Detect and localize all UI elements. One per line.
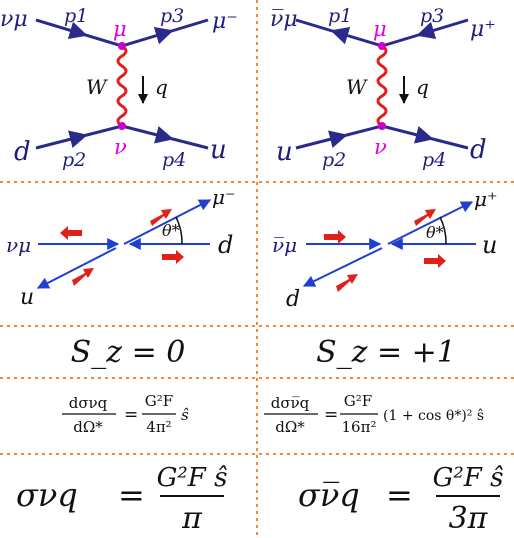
label-p1: p1 — [64, 5, 88, 27]
label-vertex-top: μ — [373, 17, 387, 41]
label-p4: p4 — [422, 149, 446, 171]
label-out-bottom: d — [470, 135, 487, 165]
label-in-bottom: u — [276, 137, 293, 167]
spin-left: S_z = 0 — [71, 335, 186, 370]
total-xsec-right: σν̅q = G²F ŝ 3π — [298, 463, 503, 536]
svg-text:dΩ*: dΩ* — [275, 418, 305, 436]
svg-text:ŝ: ŝ — [181, 406, 189, 424]
label-quark: u — [20, 285, 34, 310]
label-transfer: q — [155, 75, 168, 99]
spin-right: S_z = +1 — [316, 335, 456, 370]
label-in-top: ν̅μ — [270, 7, 298, 32]
label-boson: W — [346, 75, 368, 99]
svg-text:=: = — [324, 405, 338, 425]
label-in-bottom: d — [14, 137, 31, 167]
label-vertex-bottom: ν — [374, 135, 387, 159]
label-out-top: μ⁻ — [212, 9, 238, 34]
svg-text:dσν̅q: dσν̅q — [271, 394, 310, 412]
label-p1: p1 — [328, 5, 352, 27]
svg-text:dσνq: dσνq — [69, 394, 108, 412]
vertex-bottom — [118, 122, 126, 130]
svg-text:dΩ*: dΩ* — [73, 418, 103, 436]
diff-xsec-left: dσνq dΩ* = G²F 4π² ŝ — [62, 392, 189, 436]
label-target: u — [482, 231, 497, 259]
svg-text:π: π — [181, 501, 203, 536]
label-p4: p4 — [162, 149, 186, 171]
svg-text:=: = — [118, 476, 145, 514]
svg-text:=: = — [124, 405, 138, 425]
label-vertex-top: μ — [113, 17, 127, 41]
label-angle: θ* — [426, 223, 444, 242]
svg-text:G²F ŝ: G²F ŝ — [433, 463, 504, 493]
svg-text:G²F ŝ: G²F ŝ — [157, 463, 228, 493]
w-boson-line — [376, 44, 388, 128]
label-out-bottom: u — [210, 135, 227, 165]
svg-text:4π²: 4π² — [146, 418, 171, 436]
svg-text:3π: 3π — [449, 501, 489, 536]
svg-text:G²F: G²F — [145, 392, 173, 410]
scattering-right: ν̅μ u μ⁺ d θ* — [272, 187, 498, 312]
feynman-left: νμ p1 μ p3 μ⁻ W q d p2 ν p4 u — [0, 5, 238, 171]
label-transfer: q — [416, 75, 429, 99]
svg-text:G²F: G²F — [344, 392, 372, 410]
w-boson-line — [116, 44, 128, 128]
label-p2: p2 — [322, 149, 346, 171]
label-boson: W — [86, 75, 108, 99]
svg-text:σν̅q: σν̅q — [298, 476, 360, 514]
svg-text:σνq: σνq — [16, 476, 78, 514]
vertex-top — [118, 42, 126, 50]
vertex-bottom — [378, 122, 386, 130]
label-out-top: μ⁺ — [470, 17, 496, 42]
label-p3: p3 — [160, 5, 184, 27]
total-xsec-left: σνq = G²F ŝ π — [16, 463, 227, 536]
label-vertex-bottom: ν — [114, 135, 127, 159]
label-angle: θ* — [162, 221, 180, 240]
vertex-top — [378, 42, 386, 50]
label-target: d — [218, 231, 233, 259]
label-quark: d — [286, 287, 300, 312]
label-lepton: μ⁺ — [474, 187, 498, 211]
diff-xsec-right: dσν̅q dΩ* = G²F 16π² (1 + cos θ*)² ŝ — [264, 392, 484, 436]
label-lepton: μ⁻ — [212, 185, 236, 209]
label-p2: p2 — [62, 149, 86, 171]
label-incoming: ν̅μ — [272, 233, 297, 257]
svg-text:(1 + cos θ*)² ŝ: (1 + cos θ*)² ŝ — [383, 408, 484, 424]
scattering-left: νμ d μ⁻ u θ* — [6, 185, 236, 310]
svg-text:=: = — [386, 476, 413, 514]
svg-text:16π²: 16π² — [342, 418, 377, 436]
label-incoming: νμ — [6, 233, 31, 257]
label-p3: p3 — [420, 5, 444, 27]
feynman-right: ν̅μ p1 μ p3 μ⁺ W q u p2 ν p4 d — [270, 5, 496, 171]
label-in-top: νμ — [0, 7, 28, 32]
